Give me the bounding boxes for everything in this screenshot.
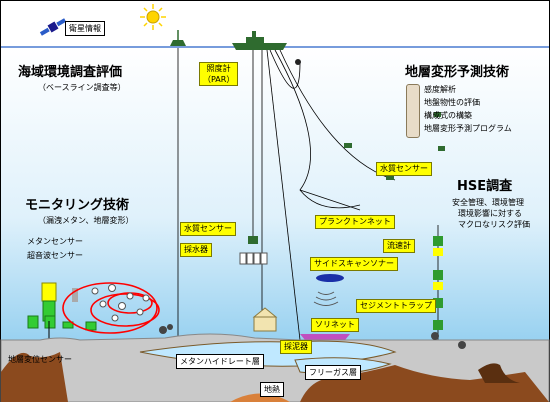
ship-line-4 [269,49,301,89]
monitoring-title: モニタリング技術 [25,198,130,213]
gas-bubbles [91,284,150,322]
methane-hydrate-layer-label: メタンハイドレート層 [176,354,264,369]
current-meter-icons [433,236,443,330]
ship-icon [232,31,287,50]
sorinet-icon [300,334,350,340]
ultrasonic-sensor-label: 超音波センサー [27,251,83,260]
sonar-wave-icon [313,291,339,306]
satellite-info-label: 衛星情報 [65,21,105,36]
sorinet-tag: ソリネット [311,318,359,332]
hse-item: 安全管理、環境管理 [452,198,524,207]
benthic-fauna [159,324,466,349]
side-scan-sonar-tag: サイドスキャンソナー [310,257,398,271]
net-tow-line [274,49,361,209]
current-meter-tag: 流速計 [383,239,415,253]
side-scan-sonar-icon [316,274,344,282]
sampler-rosette [248,236,258,244]
water-quality-sensor-tag-left: 水質センサー [180,222,236,236]
water-sampler-bottles [239,252,268,265]
hse-markers [433,248,443,290]
water-quality-sensor-tag-right: 水質センサー [376,162,432,176]
monitoring-rig [27,282,97,340]
deformation-items: 感度解析 地盤物性の評価 構成式の構築 地層変形予測プログラム [404,82,544,138]
mud-sampler-tag: 採泥器 [280,340,312,354]
hse-item: マクロなリスク評価 [458,220,530,229]
marine-env-subtitle: （ベースライン調査等） [38,83,126,92]
seabird-floats [344,112,445,180]
hse-item: 環境影響に対する [458,209,522,218]
geothermal-label: 地熱 [260,382,284,397]
marine-env-title: 海域環境調査評価 [18,65,123,80]
deformation-sensor-label: 地層変位センサー [8,355,72,364]
deformation-item: 地盤物性の評価 [424,98,480,107]
satellite-icon [39,18,67,36]
water-sampler-tag: 採水器 [180,243,212,257]
rock-left [1,352,68,402]
ship-line-3 [266,49,301,341]
deformation-title: 地層変形予測技術 [405,65,510,80]
buoy-icon [170,30,186,46]
deformation-item: 地層変形予測プログラム [424,124,512,133]
methane-sensor-label: メタンセンサー [27,237,83,246]
hse-title: HSE調査 [457,179,513,194]
rock-outcrop [478,363,520,383]
free-gas-layer-label: フリーガス層 [305,365,361,380]
deformation-item: 構成式の構築 [424,111,472,120]
stack-icon [406,84,420,138]
sun-icon [140,4,166,30]
float-icon [295,59,301,65]
mud-sampler-icon [252,307,278,332]
deformation-item: 感度解析 [424,85,456,94]
monitoring-subtitle: （漏洩メタン、地層変形） [38,216,134,225]
rock-right [300,365,549,402]
methane-leak-plume [62,282,160,334]
sediment-trap-tag: セジメントトラップ [356,299,436,313]
par-meter-tag: 照度計 （PAR） [199,62,239,86]
plankton-net-tag: プランクトンネット [315,215,395,229]
